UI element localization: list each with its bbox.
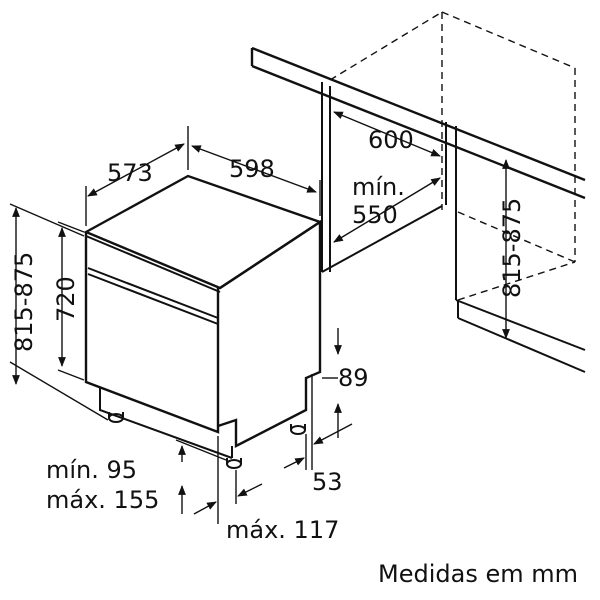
max-117-label: máx. 117 — [226, 516, 339, 544]
niche-outline — [250, 11, 586, 373]
depth-label: 573 — [107, 159, 153, 187]
height-range-left-label: 815-875 — [10, 252, 38, 352]
height-body-label: 720 — [52, 276, 80, 322]
foot-min-label: mín. 95 — [46, 456, 137, 484]
height-range-right-label: 815-875 — [498, 198, 526, 298]
dimension-lines — [9, 111, 510, 524]
plinth-89-label: 89 — [338, 364, 369, 392]
plinth-53-label: 53 — [312, 468, 343, 496]
niche-depth-label: 600 — [368, 126, 414, 154]
dishwasher-body — [83, 174, 323, 469]
foot-max-label: máx. 155 — [46, 486, 159, 514]
min-width-label-line1: mín. — [352, 173, 405, 201]
width-label: 598 — [229, 155, 275, 183]
min-width-label-line2: 550 — [352, 201, 398, 229]
units-note: Medidas em mm — [378, 560, 578, 588]
